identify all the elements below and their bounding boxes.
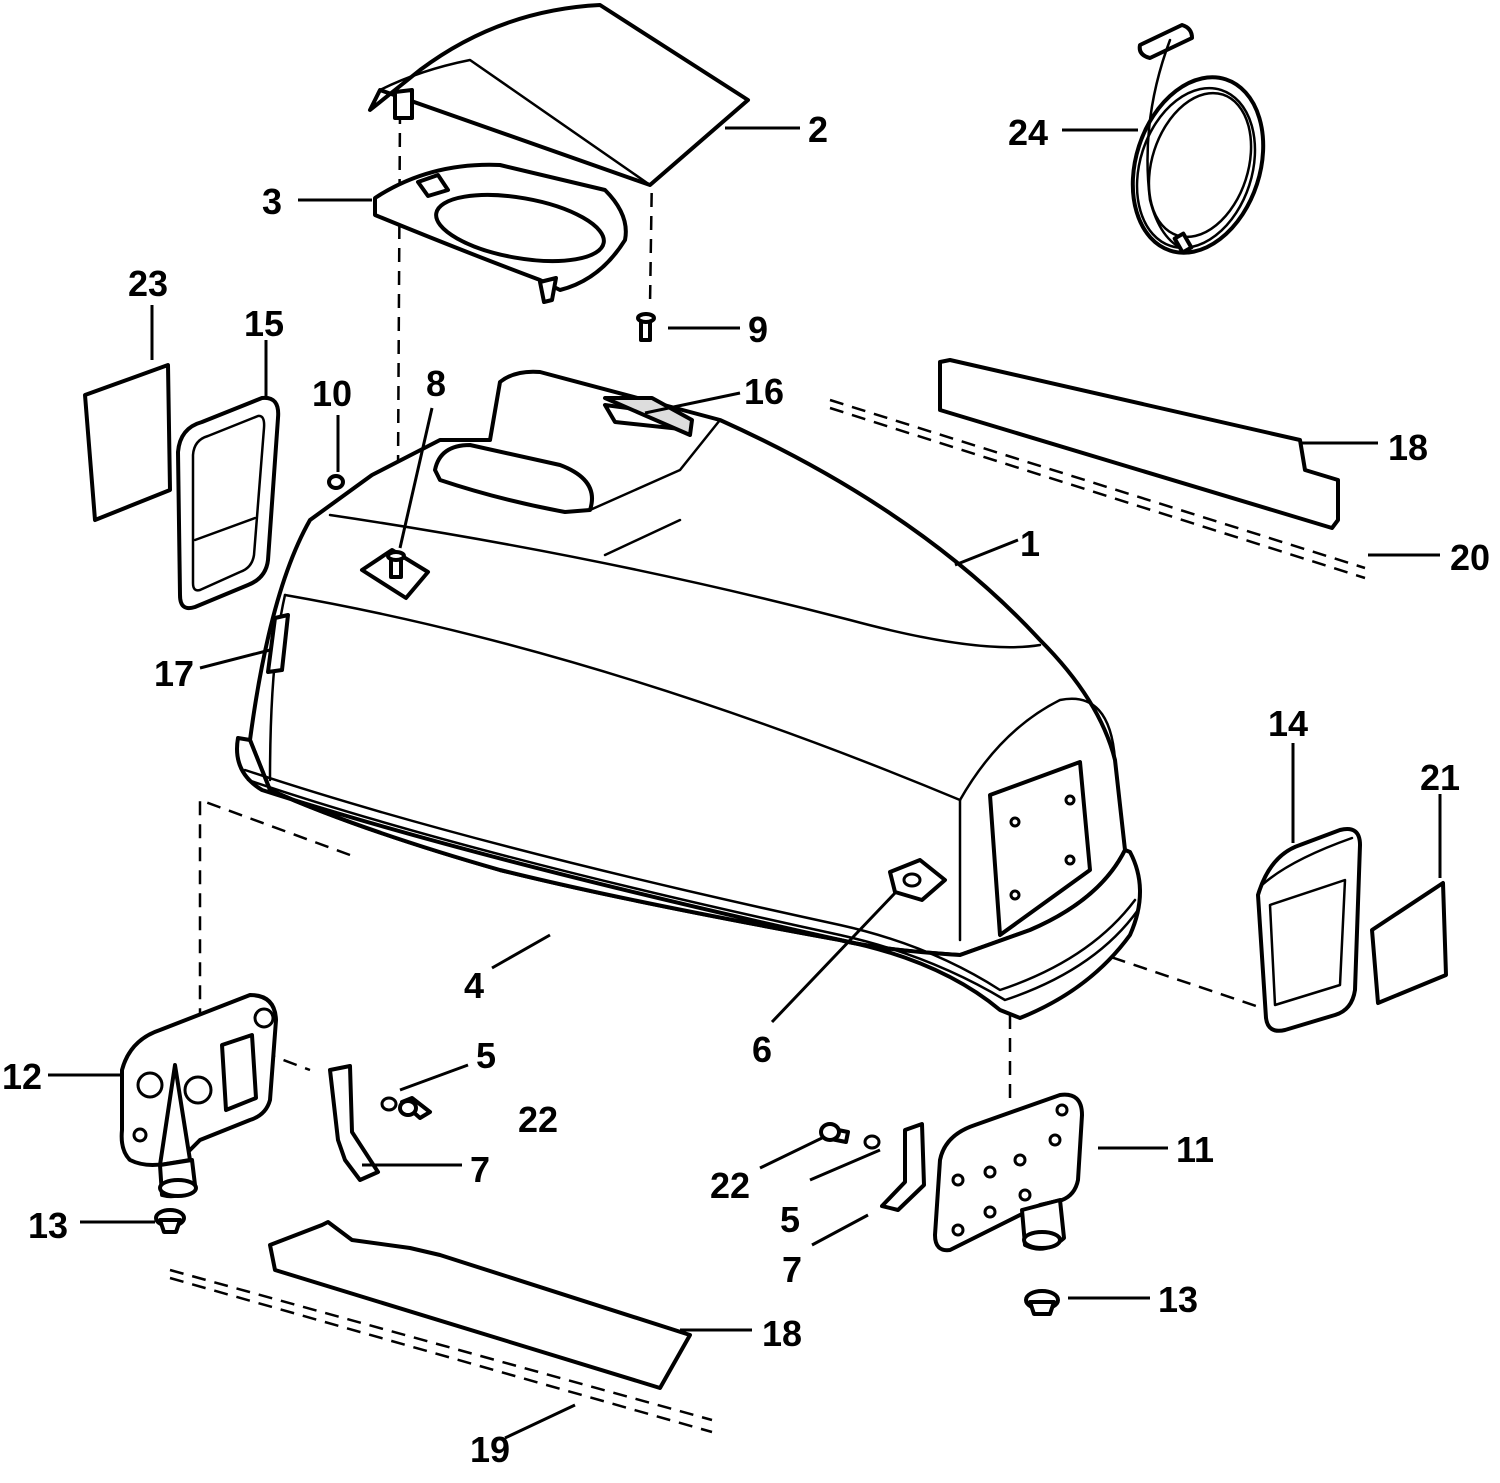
callout-14: 14 (1268, 703, 1308, 744)
part-17-hinge (266, 613, 290, 674)
callout-18-lower: 18 (762, 1313, 802, 1354)
leader-lines (48, 126, 1442, 1440)
part-5-washer-right (863, 1134, 881, 1150)
part-13-grommet-left (154, 1208, 186, 1234)
part-1-main-cowl (248, 369, 1127, 957)
part-22-bolt-right (819, 1122, 850, 1144)
callout-22-right: 22 (710, 1165, 750, 1206)
callout-6: 6 (752, 1029, 772, 1070)
part-23-decal (83, 363, 172, 522)
part-2-top-cover (368, 3, 750, 187)
callout-22-left: 22 (518, 1099, 558, 1140)
callout-12: 12 (2, 1056, 42, 1097)
callout-7-left: 7 (470, 1149, 490, 1190)
part-12-mount-bracket (119, 993, 278, 1199)
callout-5-right: 5 (780, 1199, 800, 1240)
part-16-decal (603, 396, 694, 437)
callout-21: 21 (1420, 757, 1460, 798)
part-6-latch-bracket (888, 858, 947, 902)
callout-2: 2 (808, 109, 828, 150)
callout-24: 24 (1008, 112, 1048, 153)
callout-1: 1 (1020, 523, 1040, 564)
part-7-bracket-right (880, 1122, 926, 1212)
part-24-lanyard (1130, 23, 1266, 255)
callout-labels: 1 2 3 4 5 5 6 7 7 8 9 10 11 12 13 13 14 … (2, 109, 1490, 1470)
part-5-washer-left (380, 1096, 398, 1112)
callout-19: 19 (470, 1429, 510, 1470)
part-3-vent-frame (373, 162, 628, 304)
callout-11: 11 (1176, 1129, 1214, 1170)
part-8-stud-plate (360, 548, 430, 600)
part-14-side-panel (1256, 827, 1362, 1033)
callout-16: 16 (744, 371, 784, 412)
part-18-lower-seal (268, 1220, 692, 1390)
callout-4: 4 (464, 965, 484, 1006)
part-10-screw (327, 474, 345, 490)
part-9-screw (636, 312, 656, 342)
part-13-grommet-right (1024, 1289, 1060, 1316)
callout-20: 20 (1450, 537, 1490, 578)
part-7-bracket-left (328, 1064, 380, 1182)
callout-9: 9 (748, 309, 768, 350)
callout-15: 15 (244, 303, 284, 344)
part-15-side-panel (176, 395, 281, 611)
alignment-lines (169, 109, 1366, 1434)
callout-3: 3 (262, 181, 282, 222)
callout-23: 23 (128, 263, 168, 304)
callout-13-left: 13 (28, 1205, 68, 1246)
callout-17: 17 (154, 653, 194, 694)
part-21-decal (1370, 881, 1448, 1005)
callout-7-right: 7 (782, 1249, 802, 1290)
callout-5-left: 5 (476, 1035, 496, 1076)
part-18-upper-seal (938, 358, 1340, 530)
callout-8: 8 (426, 363, 446, 404)
part-11-mount-bracket (933, 1092, 1084, 1253)
part-22-bolt-left (398, 1096, 432, 1120)
callout-18-upper: 18 (1388, 427, 1428, 468)
callout-10: 10 (312, 373, 352, 414)
callout-13-right: 13 (1158, 1279, 1198, 1320)
